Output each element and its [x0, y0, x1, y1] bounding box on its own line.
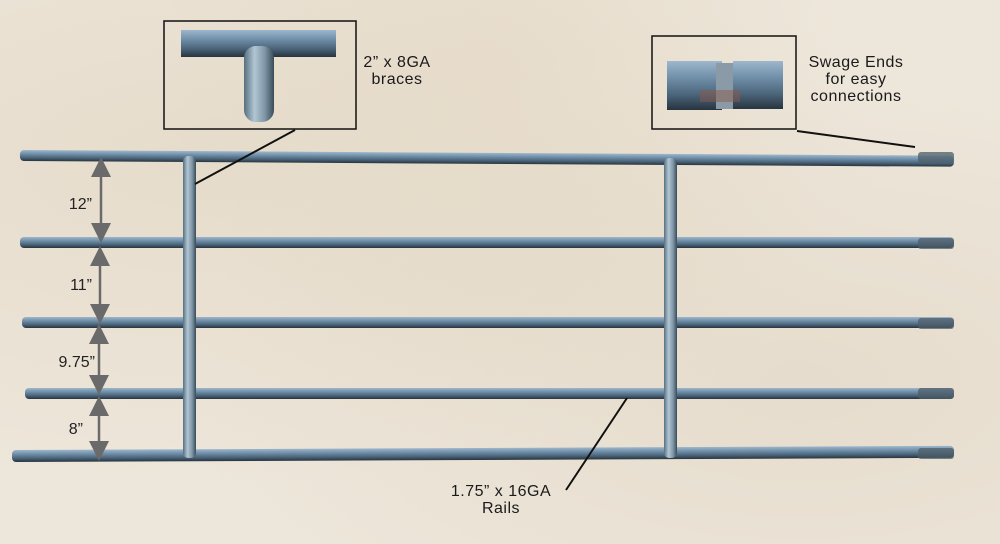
rails-callout-line2: Rails [481, 500, 521, 517]
rails [12, 150, 955, 462]
rail-5 [12, 445, 955, 462]
leader-lines [194, 129, 916, 491]
leader-braces [194, 129, 296, 185]
rail-3 [22, 317, 954, 328]
rail-1 [19, 150, 954, 167]
swage-callout-line2: for easy [825, 71, 887, 88]
spacing-label-11in: 11” [70, 277, 92, 294]
spacing-label-12in: 12” [68, 196, 92, 213]
brace-right [664, 158, 677, 458]
inset-braces-image [163, 20, 357, 130]
swage-callout-line3: connections [810, 88, 902, 105]
braces-callout: 2” x 8GA braces [352, 54, 442, 88]
swage-ends [918, 152, 954, 459]
swage-callout: Swage Ends for easy connections [798, 54, 914, 105]
leader-rails [565, 397, 628, 491]
rails-callout: 1.75” x 16GA Rails [436, 483, 566, 517]
braces [183, 156, 677, 458]
rail-4 [25, 388, 954, 399]
brace-left [183, 156, 196, 458]
dimension-arrows [89, 157, 111, 461]
swage-callout-line1: Swage Ends [808, 54, 904, 71]
spacing-label-975in: 9.75” [58, 354, 95, 371]
braces-callout-line2: braces [371, 71, 423, 88]
spacing-label-8in: 8” [68, 421, 83, 438]
rails-callout-line1: 1.75” x 16GA [450, 483, 552, 500]
braces-callout-line1: 2” x 8GA [363, 54, 431, 71]
inset-swage-image [651, 35, 797, 130]
leader-swage [796, 130, 916, 148]
rail-2 [20, 237, 954, 248]
